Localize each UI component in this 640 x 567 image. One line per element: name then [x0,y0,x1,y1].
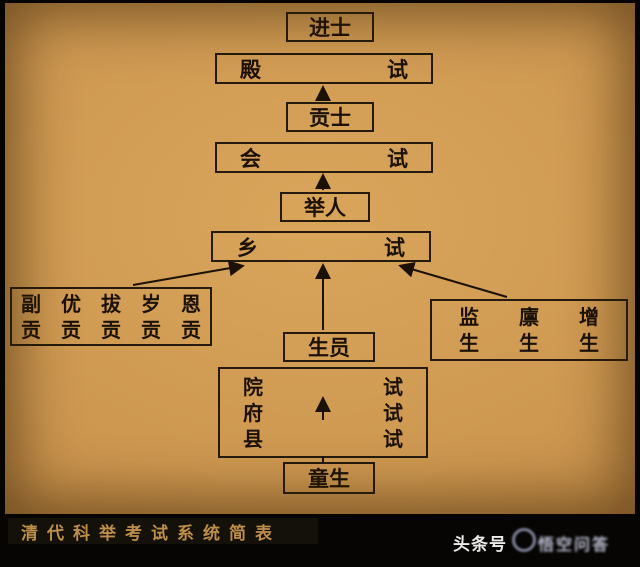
node-tongsheng: 童生 [283,462,375,494]
entry-exams-row-fu: 府 试 [243,400,403,425]
exam-system-diagram: 进士 殿 试 贡士 会 试 举人 乡 试 副 优 拔 岁 恩 贡 贡 贡 贡 贡… [5,3,635,514]
node-entry-exams: 院 试 府 试 县 试 [218,367,428,458]
node-metropolitan-exam-label: 会 试 [240,146,408,171]
node-provincial-exam-label: 乡 试 [237,235,405,260]
node-school-students: 监 廪 增 生 生 生 [430,299,628,361]
node-juren: 举人 [280,192,370,222]
wukong-watermark-text: 悟空问答 [538,535,611,554]
diagram-caption-bar: 清代科举考试系统简表 [8,518,318,544]
node-juren-label: 举人 [304,196,346,220]
node-gongshi-label: 贡士 [309,106,351,130]
node-palace-exam: 殿 试 [215,53,433,84]
school-students-row1: 监 廪 增 [459,305,599,329]
node-shengyuan-label: 生员 [308,336,350,360]
node-shengyuan: 生员 [283,332,375,362]
toutiao-watermark-text: 头条号 [453,535,507,555]
node-tongsheng-label: 童生 [308,467,350,491]
tribute-students-row2: 贡 贡 贡 贡 贡 [21,317,201,342]
node-gongshi: 贡士 [286,102,374,132]
node-palace-exam-label: 殿 试 [240,57,408,82]
diagram-caption-text: 清代科举考试系统简表 [21,523,281,544]
watermark: 头条号 悟空问答 [450,524,635,562]
wukong-logo-icon [512,528,536,552]
tribute-students-row1: 副 优 拔 岁 恩 [21,291,201,316]
school-students-row2: 生 生 生 [459,331,599,355]
entry-exams-row-yuan: 院 试 [243,374,403,399]
node-metropolitan-exam: 会 试 [215,142,433,173]
node-tribute-students: 副 优 拔 岁 恩 贡 贡 贡 贡 贡 [10,287,212,346]
entry-exams-row-xian: 县 试 [243,426,403,451]
node-jinshi: 进士 [286,12,374,42]
node-jinshi-label: 进士 [309,16,351,40]
node-provincial-exam: 乡 试 [211,231,431,262]
